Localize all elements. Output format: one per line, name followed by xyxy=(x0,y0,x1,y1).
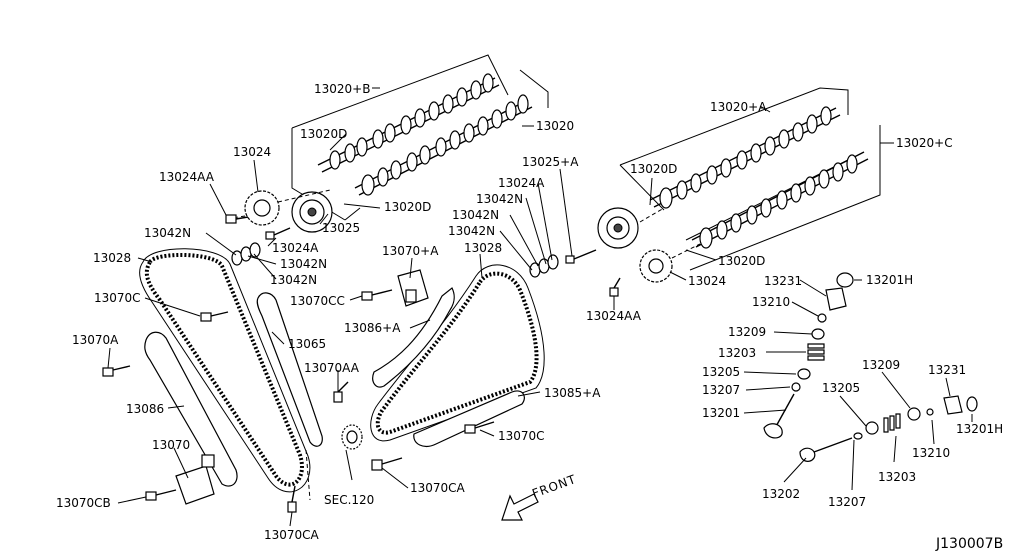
washers-13042n-left xyxy=(231,242,261,266)
label-13201h-bottom: 13201H xyxy=(956,422,1003,436)
label-13020d-tr: 13020D xyxy=(630,162,677,176)
label-13042n-4: 13042N xyxy=(476,192,523,206)
camshaft-group-left xyxy=(291,54,549,221)
label-13028-right: 13028 xyxy=(464,241,502,255)
bolt-13024a-left xyxy=(265,227,291,240)
part-labels: 13020+B 13020 13020D 13020D 13024 13024A… xyxy=(56,82,1003,552)
label-13042n-2: 13042N xyxy=(280,257,327,271)
label-13024-left: 13024 xyxy=(233,145,271,159)
label-13028-left: 13028 xyxy=(93,251,131,265)
label-13024a-left: 13024A xyxy=(272,241,319,255)
tensioner-13070a xyxy=(397,269,429,307)
label-13070ca-right: 13070CA xyxy=(410,481,466,495)
bolt-13024aa-right xyxy=(609,277,621,297)
label-13203-bottom: 13203 xyxy=(878,470,916,484)
label-13207-bottom: 13207 xyxy=(828,495,866,509)
label-13042n-3: 13042N xyxy=(270,273,317,287)
label-13209-top: 13209 xyxy=(728,325,766,339)
label-13070a-left: 13070A xyxy=(72,333,119,347)
sprocket-13024-left xyxy=(244,190,280,226)
label-13085a: 13085+A xyxy=(544,386,601,400)
label-13020d-tl: 13020D xyxy=(300,127,347,141)
front-direction-arrow xyxy=(501,493,539,521)
label-13205-top: 13205 xyxy=(702,365,740,379)
bolt-13070cb xyxy=(145,489,177,501)
valve-train-top xyxy=(763,272,854,439)
label-13201: 13201 xyxy=(702,406,740,420)
camshaft-13020b xyxy=(317,73,500,173)
camshaft-13020a xyxy=(649,106,841,209)
label-sec120: SEC.120 xyxy=(324,493,374,507)
label-13070cb: 13070CB xyxy=(56,496,111,510)
bolt-13070ca-left xyxy=(287,485,297,513)
label-13042n-6: 13042N xyxy=(448,224,495,238)
tensioner-arm-13065 xyxy=(256,292,323,447)
chain-guide-13086 xyxy=(144,331,238,487)
label-13209-bottom: 13209 xyxy=(862,358,900,372)
label-13070aa: 13070AA xyxy=(304,361,360,375)
label-13025a: 13025+A xyxy=(522,155,579,169)
sprocket-13024-right xyxy=(639,249,673,283)
bolt-13070cc xyxy=(361,289,393,301)
bolt-13024a-right xyxy=(565,249,597,264)
timing-chain-13028-left xyxy=(139,248,311,493)
label-13086a: 13086+A xyxy=(344,321,401,335)
label-13070c-left: 13070C xyxy=(94,291,141,305)
tensioner-13070 xyxy=(175,454,215,505)
bolt-13070c-left xyxy=(200,311,229,322)
chain-guide-13085a xyxy=(413,390,525,447)
label-13070ca-left: 13070CA xyxy=(264,528,320,542)
label-13203-top: 13203 xyxy=(718,346,756,360)
vtc-13025a-right xyxy=(597,207,639,249)
label-13042n-1: 13042N xyxy=(144,226,191,240)
label-13086: 13086 xyxy=(126,402,164,416)
timing-chain-13028-right xyxy=(370,264,545,442)
label-13020a: 13020+A xyxy=(710,100,767,114)
label-13210-top: 13210 xyxy=(752,295,790,309)
label-13231-bottom: 13231 xyxy=(928,363,966,377)
label-13205-bottom: 13205 xyxy=(822,381,860,395)
leader-lines xyxy=(107,87,973,527)
label-13070a-plus: 13070+A xyxy=(382,244,439,258)
label-13065: 13065 xyxy=(288,337,326,351)
valve-train-bottom xyxy=(799,395,978,462)
label-13024a-right: 13024A xyxy=(498,176,545,190)
camshaft-13020c xyxy=(691,151,869,249)
bolt-13070a-left xyxy=(102,365,131,377)
camshaft-group-right xyxy=(619,87,881,271)
bolt-13024aa-left xyxy=(225,214,249,224)
label-13210-bottom: 13210 xyxy=(912,446,950,460)
label-13024aa-right: 13024AA xyxy=(586,309,642,323)
label-13024-right: 13024 xyxy=(688,274,726,288)
washers-13042n-right xyxy=(529,254,559,278)
label-13201h-top: 13201H xyxy=(866,273,913,287)
bolt-13070aa xyxy=(333,381,349,403)
label-13070c-right: 13070C xyxy=(498,429,545,443)
label-13020: 13020 xyxy=(536,119,574,133)
label-13042n-5: 13042N xyxy=(452,208,499,222)
label-13070: 13070 xyxy=(152,438,190,452)
label-13207-top: 13207 xyxy=(702,383,740,397)
label-13020d-br: 13020D xyxy=(718,254,765,268)
camshaft-13020 xyxy=(354,94,533,196)
figure-id: J130007B xyxy=(935,536,1003,552)
label-13070cc: 13070CC xyxy=(290,294,345,308)
label-13020c: 13020+C xyxy=(896,136,953,150)
bolt-13070ca-right xyxy=(371,457,403,471)
label-13202: 13202 xyxy=(762,487,800,501)
label-13025: 13025 xyxy=(322,221,360,235)
bolt-13070c-right xyxy=(464,421,495,434)
label-13020d-bl: 13020D xyxy=(384,200,431,214)
chain-guide-13086a xyxy=(372,287,455,388)
label-13020b: 13020+B xyxy=(314,82,370,96)
front-label: FRONT xyxy=(530,472,578,501)
label-13024aa-left: 13024AA xyxy=(159,170,215,184)
label-13231-top: 13231 xyxy=(764,274,802,288)
crank-sprocket-sec120 xyxy=(341,424,363,450)
